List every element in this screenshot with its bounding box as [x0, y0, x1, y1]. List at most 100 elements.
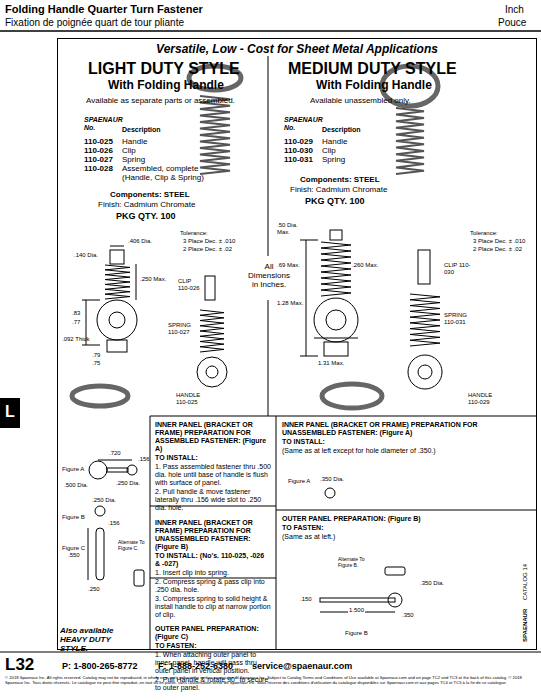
drawing-stroke — [107, 468, 128, 472]
catalog-text: Fixation de poignée quart de tour pliant… — [5, 17, 184, 29]
drawing-stroke — [200, 310, 224, 352]
dimension-label: Tolerance: — [470, 230, 498, 237]
catalog-text: Handle — [322, 137, 347, 146]
dimension-label: .260 Max. — [352, 262, 378, 269]
drawing-stroke — [322, 384, 382, 408]
drawing-stroke — [388, 593, 402, 607]
dimension-label: .406 Dia. — [128, 238, 152, 245]
drawing-stroke — [418, 365, 432, 379]
dimension-label: .150 — [300, 596, 312, 603]
dimension-label: SPRING 110-027 — [168, 322, 200, 336]
dimension-label: .500 Dia. — [64, 482, 88, 489]
catalog-text: Clip — [322, 146, 336, 155]
catalog-text: 110-025 — [84, 137, 113, 146]
dimension-label: CLIP 110-026 — [178, 278, 204, 292]
drawing-stroke — [300, 356, 318, 357]
drawing-stroke — [324, 342, 348, 356]
catalog-text: 110-026 — [84, 146, 113, 155]
catalog-text: 110-030 — [284, 146, 313, 155]
catalog-text: 110-028 — [84, 164, 113, 173]
drawing-stroke — [150, 416, 151, 650]
instruction-text: INNER PANEL (BRACKET OR FRAME) PREPARATI… — [155, 421, 271, 453]
dimension-label: Alternate To Figure C. — [118, 540, 146, 552]
drawing-stroke — [197, 357, 227, 387]
dimension-label: .75 — [92, 360, 100, 367]
dimension-label: CLIP 110-030 — [444, 262, 472, 276]
catalog-text: With Folding Handle — [108, 79, 224, 93]
drawing-stroke — [0, 31, 541, 652]
drawing-stroke — [200, 96, 230, 174]
catalog-text: 110-027 — [84, 155, 113, 164]
dimension-label: Figure B — [62, 514, 85, 521]
instruction-text: (Same as at left.) — [282, 533, 532, 541]
dimension-label: .550 — [68, 552, 80, 559]
drawing-stroke — [110, 246, 124, 247]
drawing-stroke — [205, 276, 215, 300]
catalog-text: Handle — [122, 137, 147, 146]
drawing-stroke — [306, 240, 307, 356]
dimension-label: .250 Dia. — [92, 497, 116, 504]
dimension-label: .50 Dia. Max. — [277, 222, 303, 236]
drawing-stroke — [300, 240, 318, 241]
drawing-stroke — [276, 510, 537, 511]
drawing-stroke — [385, 567, 405, 575]
drawing-stroke — [105, 265, 130, 299]
drawing-stroke — [326, 310, 346, 330]
drawing-stroke — [105, 96, 440, 352]
dimension-label: Figure A — [62, 466, 84, 473]
dimension-label: Figure A — [288, 478, 310, 485]
dimension-label: .720 — [108, 450, 122, 457]
catalog-text: Clip — [122, 146, 136, 155]
drawing-stroke — [136, 264, 137, 300]
drawing-stroke — [82, 300, 100, 301]
drawing-stroke — [72, 66, 438, 408]
drawing-stroke — [276, 416, 277, 650]
drawing-stroke — [95, 506, 105, 516]
catalog-text: P: 1-800-265-8772 — [62, 661, 138, 671]
instruction-text: TO INSTALL: — [155, 454, 271, 462]
dimension-label: 3 Place Dec. ± .010 — [183, 238, 235, 245]
instruction-text: 2. Pull handle & move fastener laterally… — [155, 488, 271, 512]
instruction-text: (Same as at left except for hole diamete… — [282, 447, 532, 455]
dimension-label: .350 — [402, 612, 414, 619]
dimension-label: .350 Dia. — [320, 476, 344, 483]
drawing-stroke — [109, 312, 125, 328]
catalog-text: service@spaenaur.com — [252, 661, 352, 671]
catalog-text: SPAENAUR No. — [284, 116, 324, 132]
catalog-text: Spring — [122, 155, 145, 164]
drawing-stroke — [320, 598, 395, 602]
drawing-stroke — [206, 366, 218, 378]
drawing-stroke — [410, 294, 440, 346]
drawing-stroke — [110, 250, 124, 264]
drawing-stroke — [396, 108, 424, 174]
drawing-stroke — [268, 56, 269, 256]
dimension-label: 2 Place Dec. ± .02 — [473, 246, 522, 253]
drawing-stroke — [321, 242, 351, 296]
instruction-text: 2. Compress spring & pass clip into .250… — [155, 578, 271, 594]
dimension-label: Tolerance: — [180, 230, 208, 237]
catalog-text: PKG QTY. 100 — [116, 211, 176, 221]
drawing-stroke — [314, 298, 358, 342]
dimension-label: .140 Dia. — [74, 252, 98, 259]
catalog-text: With Folding Handle — [316, 79, 432, 93]
catalog-text: Assembled, complete (Handle, Clip & Spri… — [122, 164, 212, 182]
catalog-text: SPAENAUR No. — [84, 116, 124, 132]
dimension-label: .250 — [88, 586, 100, 593]
drawing-stroke — [72, 386, 128, 406]
dimension-label: .69 Max. — [277, 262, 300, 269]
instruction-text: 1. Insert clip into spring. — [155, 569, 271, 577]
drawing-stroke — [98, 460, 132, 461]
dimension-label: CATALOG 14 — [522, 564, 529, 600]
dimension-label: .350 Dia. — [420, 580, 444, 587]
dimension-label: SPAENAUR — [522, 609, 529, 642]
catalog-text: 110-029 — [284, 137, 313, 146]
dimension-label: .156 — [108, 520, 120, 527]
drawing-stroke — [82, 345, 100, 346]
dimension-label: .250 Dia. — [116, 480, 140, 487]
catalog-text: Pouce — [498, 17, 526, 29]
dimension-label: HANDLE 110-029 — [468, 392, 502, 406]
page-title: Folding Handle Quarter Turn Fastener — [5, 3, 203, 16]
